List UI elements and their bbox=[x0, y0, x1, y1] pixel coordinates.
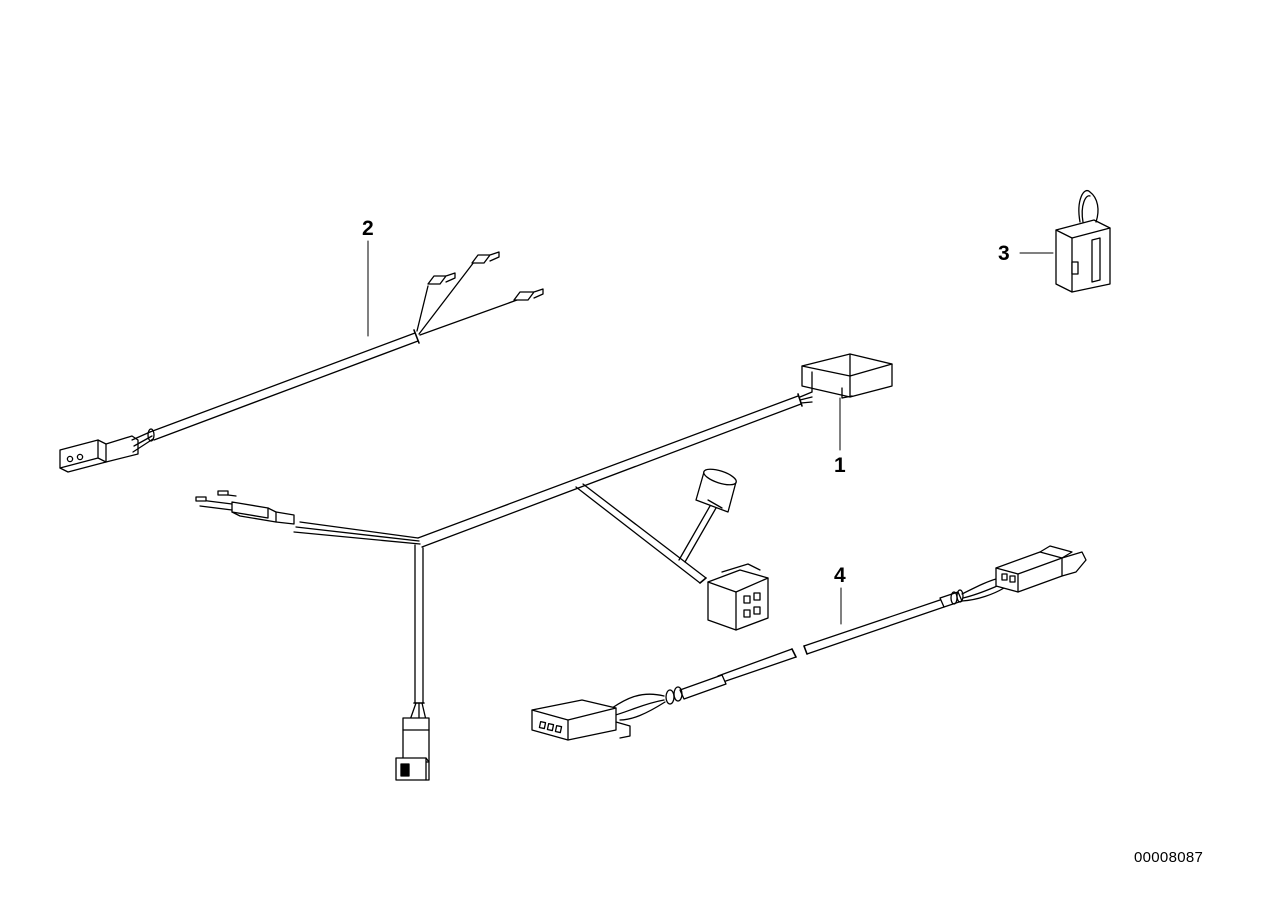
callout-part-3: 3 bbox=[998, 242, 1010, 265]
spade-terminal bbox=[472, 252, 499, 263]
part-1-wiring-harness bbox=[196, 354, 892, 780]
relay-socket bbox=[708, 564, 768, 630]
part-4-cable bbox=[532, 546, 1086, 740]
callout-part-4: 4 bbox=[834, 564, 846, 587]
part-3-fuse-block bbox=[1056, 191, 1110, 292]
multi-pin-connector bbox=[996, 546, 1086, 592]
leader-lines bbox=[368, 241, 1053, 624]
callout-part-1: 1 bbox=[834, 454, 846, 477]
callout-part-2: 2 bbox=[362, 217, 374, 240]
flat-connector bbox=[196, 491, 294, 524]
part-2-wiring-harness bbox=[60, 252, 543, 472]
multi-pin-connector bbox=[532, 700, 630, 740]
spade-terminal bbox=[428, 273, 455, 284]
spade-terminal bbox=[514, 289, 543, 300]
two-pin-plug bbox=[60, 436, 138, 472]
multi-pin-connector bbox=[802, 354, 892, 398]
two-pin-plug bbox=[396, 718, 429, 780]
document-number: 00008087 bbox=[1134, 849, 1204, 866]
cylindrical-connector bbox=[696, 466, 738, 512]
